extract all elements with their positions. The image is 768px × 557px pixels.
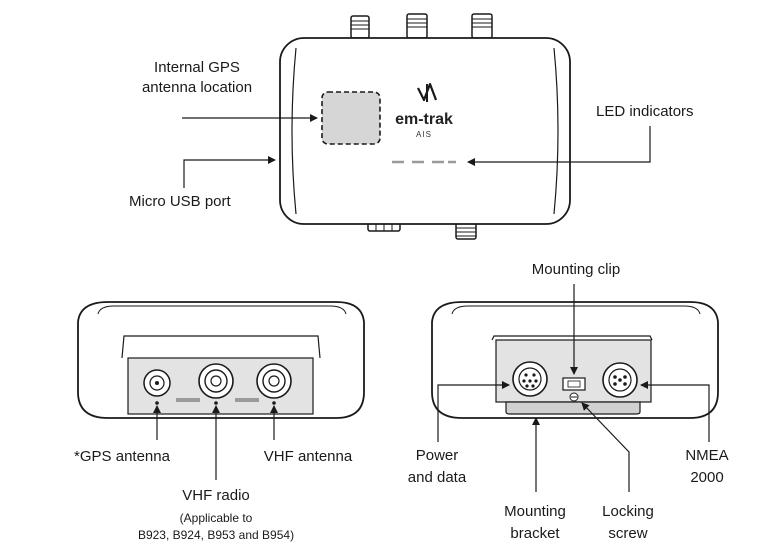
label-nmea-line2: 2000 xyxy=(690,469,723,486)
nmea-2000-connector xyxy=(602,362,638,398)
callout-micro-usb: Micro USB port xyxy=(129,156,276,210)
callout-locking-screw: Locking screw xyxy=(581,402,654,542)
vhf-radio-connector xyxy=(198,363,234,405)
gps-antenna-connector xyxy=(143,369,171,405)
label-led-indicators: LED indicators xyxy=(596,103,694,120)
em-trak-logo: em-trak AIS xyxy=(395,82,453,139)
vhf-antenna-connector xyxy=(256,363,292,405)
bottom-connector-nmea xyxy=(455,222,477,240)
callout-power-data: Power and data xyxy=(408,381,510,486)
top-connector-vhf-radio xyxy=(406,13,428,39)
label-nmea-line1: NMEA xyxy=(685,447,728,464)
label-bracket-line2: bracket xyxy=(510,525,560,542)
label-gps-location-line2: antenna location xyxy=(142,79,252,96)
logo-text: em-trak xyxy=(395,111,453,128)
label-gps-antenna: *GPS antenna xyxy=(74,448,171,465)
device-antenna-side xyxy=(77,301,365,419)
label-mounting-clip: Mounting clip xyxy=(532,261,620,278)
device-top-view: em-trak AIS xyxy=(279,13,571,240)
gps-antenna-area xyxy=(321,91,381,145)
label-micro-usb: Micro USB port xyxy=(129,193,232,210)
callout-led-indicators: LED indicators xyxy=(467,103,694,166)
label-gps-location-line1: Internal GPS xyxy=(154,59,240,76)
callout-vhf-radio: VHF radio (Applicable to B923, B924, B95… xyxy=(138,405,294,542)
power-data-connector xyxy=(512,361,548,397)
device-power-side xyxy=(431,301,719,419)
locking-screw xyxy=(569,392,579,402)
callout-nmea-2000: NMEA 2000 xyxy=(640,381,729,486)
label-screw-line1: Locking xyxy=(602,503,654,520)
callout-mounting-clip: Mounting clip xyxy=(532,261,620,375)
label-applicable-line1: (Applicable to xyxy=(180,511,253,525)
top-connector-gps xyxy=(350,15,370,39)
label-power-line2: and data xyxy=(408,469,467,486)
label-vhf-radio: VHF radio xyxy=(182,487,250,504)
mounting-bracket xyxy=(505,401,641,415)
callout-vhf-antenna: VHF antenna xyxy=(264,405,353,465)
callout-gps-antenna-location: Internal GPS antenna location xyxy=(142,59,318,122)
callout-mounting-bracket: Mounting bracket xyxy=(504,417,566,542)
bottom-connector-power xyxy=(367,222,401,232)
top-connector-vhf-antenna xyxy=(471,13,493,39)
label-screw-line2: screw xyxy=(608,525,647,542)
logo-sub: AIS xyxy=(416,130,432,139)
label-power-line1: Power xyxy=(416,447,459,464)
mounting-clip xyxy=(562,377,586,391)
label-bracket-line1: Mounting xyxy=(504,503,566,520)
callout-gps-antenna: *GPS antenna xyxy=(74,405,171,465)
label-vhf-antenna: VHF antenna xyxy=(264,448,353,465)
label-applicable-line2: B923, B924, B953 and B954) xyxy=(138,528,294,542)
